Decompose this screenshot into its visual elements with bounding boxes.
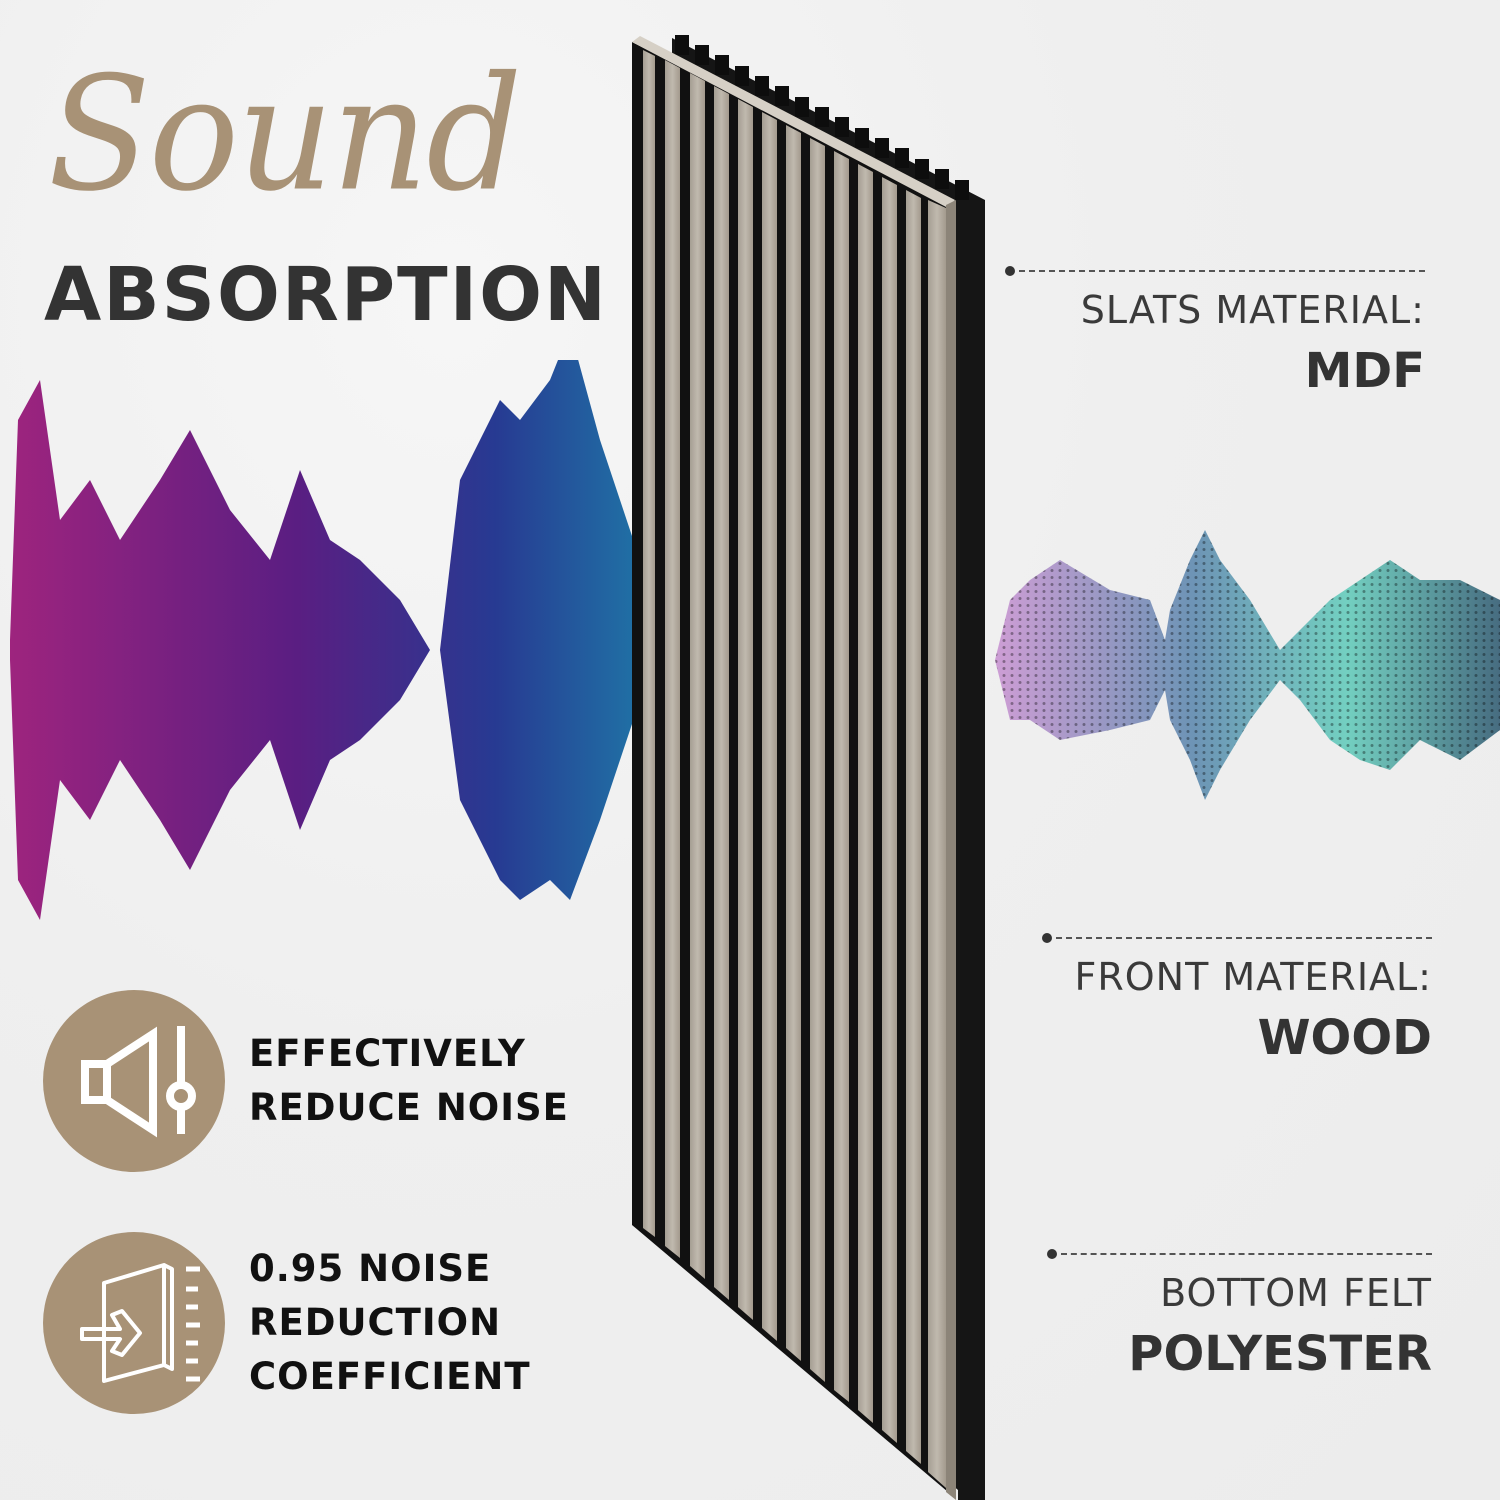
speaker-volume-slider-icon <box>43 990 225 1172</box>
spec-value: WOOD <box>1257 1010 1432 1066</box>
feature-line: 0.95 NOISE <box>249 1247 492 1290</box>
dashed-leader-line <box>1042 932 1432 944</box>
spec-bottom-felt: BOTTOM FELT POLYESTER <box>1047 1248 1432 1386</box>
bullet-dot-icon <box>1047 1249 1057 1259</box>
panel-absorb-arrow-icon <box>43 1232 225 1414</box>
feature-line: EFFECTIVELY <box>249 1032 526 1075</box>
feature-line: COEFFICIENT <box>249 1355 531 1398</box>
feature-line: REDUCE NOISE <box>249 1086 569 1129</box>
spec-value: POLYESTER <box>1128 1326 1432 1382</box>
dashed-leader-line <box>1005 265 1425 277</box>
spec-label: BOTTOM FELT <box>1160 1271 1432 1315</box>
spec-label: FRONT MATERIAL: <box>1074 955 1432 999</box>
title-absorption: ABSORPTION <box>44 252 608 338</box>
dashed-leader-line <box>1047 1248 1432 1260</box>
spec-front-material: FRONT MATERIAL: WOOD <box>1042 932 1432 1070</box>
spec-value: MDF <box>1304 343 1425 399</box>
bullet-dot-icon <box>1005 266 1015 276</box>
spec-label: SLATS MATERIAL: <box>1080 288 1425 332</box>
feature-line: REDUCTION <box>249 1301 502 1344</box>
bullet-dot-icon <box>1042 933 1052 943</box>
spec-slats-material: SLATS MATERIAL: MDF <box>1005 265 1425 403</box>
feature-reduce-noise: EFFECTIVELY REDUCE NOISE <box>43 990 569 1172</box>
feature-noise-coefficient: 0.95 NOISE REDUCTION COEFFICIENT <box>43 1232 531 1414</box>
title-script-sound: Sound <box>48 43 522 227</box>
